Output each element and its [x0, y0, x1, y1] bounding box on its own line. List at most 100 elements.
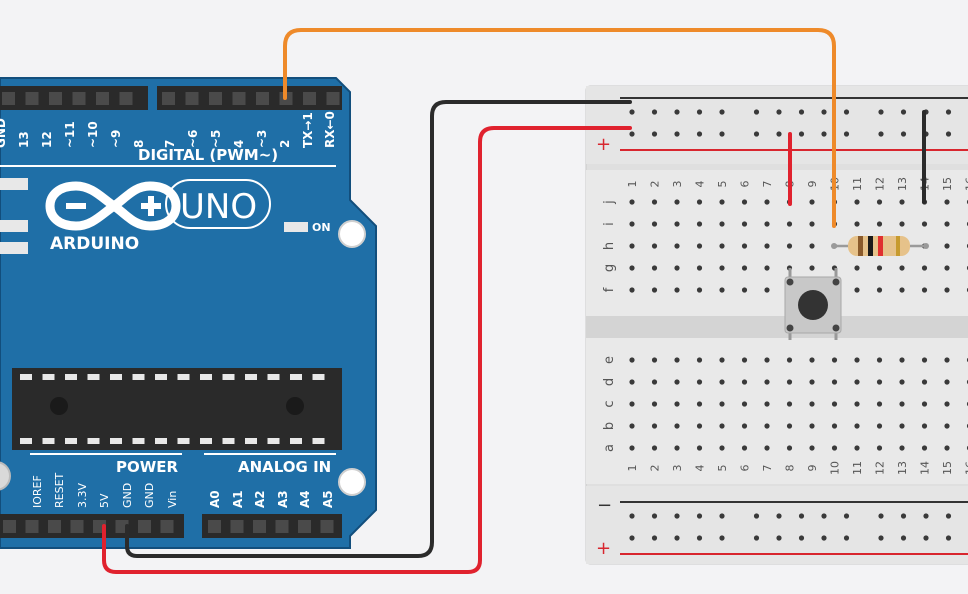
rail-hole[interactable]	[923, 535, 929, 541]
bb-hole[interactable]	[786, 379, 793, 385]
bb-hole[interactable]	[764, 243, 770, 249]
bb-hole[interactable]	[651, 265, 658, 271]
rail-hole[interactable]	[821, 513, 827, 519]
bb-hole[interactable]	[809, 243, 815, 249]
bb-hole[interactable]	[854, 287, 860, 293]
rail-hole[interactable]	[900, 535, 907, 541]
bb-hole[interactable]	[741, 265, 748, 271]
header-socket[interactable]	[138, 520, 151, 533]
header-socket[interactable]	[298, 520, 311, 533]
bb-hole[interactable]	[696, 357, 703, 363]
bb-hole[interactable]	[921, 357, 928, 363]
header-socket[interactable]	[303, 92, 316, 105]
rail-hole[interactable]	[878, 535, 884, 541]
bb-hole[interactable]	[674, 221, 680, 227]
bb-hole[interactable]	[786, 357, 793, 363]
header-socket[interactable]	[320, 520, 334, 533]
bb-hole[interactable]	[809, 265, 815, 271]
bb-hole[interactable]	[741, 445, 748, 451]
bb-hole[interactable]	[719, 287, 725, 293]
bb-hole[interactable]	[674, 445, 680, 451]
rail-hole[interactable]	[753, 513, 760, 519]
rail-hole[interactable]	[798, 109, 805, 115]
header-socket[interactable]	[72, 92, 86, 105]
bb-hole[interactable]	[719, 379, 725, 385]
bb-hole[interactable]	[764, 423, 770, 429]
bb-hole[interactable]	[741, 379, 748, 385]
bb-hole[interactable]	[921, 265, 928, 271]
rail-hole[interactable]	[945, 109, 952, 115]
bb-hole[interactable]	[696, 401, 703, 407]
rail-hole[interactable]	[878, 513, 884, 519]
bb-hole[interactable]	[944, 287, 950, 293]
bb-hole[interactable]	[786, 423, 793, 429]
bb-hole[interactable]	[876, 445, 883, 451]
bb-hole[interactable]	[809, 423, 815, 429]
rail-hole[interactable]	[674, 513, 680, 519]
rail-hole[interactable]	[753, 131, 760, 137]
resistor[interactable]	[831, 236, 929, 256]
rail-hole[interactable]	[798, 513, 805, 519]
header-socket[interactable]	[185, 92, 199, 105]
bb-hole[interactable]	[719, 265, 725, 271]
bb-hole[interactable]	[944, 243, 950, 249]
bb-hole[interactable]	[944, 423, 950, 429]
pushbutton[interactable]	[784, 268, 842, 340]
bb-hole[interactable]	[876, 287, 883, 293]
rail-hole[interactable]	[719, 131, 725, 137]
rail-hole[interactable]	[821, 131, 827, 137]
header-socket[interactable]	[119, 92, 133, 105]
bb-hole[interactable]	[876, 401, 883, 407]
wire-orange-pin2[interactable]	[283, 28, 836, 228]
bb-hole[interactable]	[696, 243, 703, 249]
bb-hole[interactable]	[764, 379, 770, 385]
bb-hole[interactable]	[741, 199, 748, 205]
bb-hole[interactable]	[719, 445, 725, 451]
bb-hole[interactable]	[899, 401, 905, 407]
bb-hole[interactable]	[876, 199, 883, 205]
bb-hole[interactable]	[899, 423, 905, 429]
header-socket[interactable]	[253, 520, 266, 533]
header-socket[interactable]	[70, 520, 84, 533]
header-socket[interactable]	[48, 520, 61, 533]
bb-hole[interactable]	[764, 265, 770, 271]
bb-hole[interactable]	[876, 221, 883, 227]
rail-hole[interactable]	[923, 513, 929, 519]
bb-hole[interactable]	[741, 401, 748, 407]
bb-hole[interactable]	[899, 445, 905, 451]
bb-hole[interactable]	[944, 445, 950, 451]
bb-hole[interactable]	[741, 287, 748, 293]
bb-hole[interactable]	[651, 357, 658, 363]
bb-hole[interactable]	[944, 199, 950, 205]
header-socket[interactable]	[25, 92, 39, 105]
header-socket[interactable]	[3, 520, 16, 533]
header-socket[interactable]	[49, 92, 62, 105]
rail-hole[interactable]	[651, 513, 658, 519]
bb-hole[interactable]	[741, 243, 748, 249]
bb-hole[interactable]	[764, 357, 770, 363]
bb-hole[interactable]	[629, 357, 635, 363]
rail-hole[interactable]	[821, 535, 827, 541]
bb-hole[interactable]	[809, 379, 815, 385]
rail-hole[interactable]	[776, 535, 782, 541]
bb-hole[interactable]	[651, 445, 658, 451]
bb-hole[interactable]	[719, 401, 725, 407]
bb-hole[interactable]	[674, 423, 680, 429]
bb-hole[interactable]	[786, 401, 793, 407]
bb-hole[interactable]	[764, 445, 770, 451]
rail-hole[interactable]	[776, 109, 782, 115]
rail-hole[interactable]	[843, 131, 850, 137]
rail-hole[interactable]	[651, 535, 658, 541]
bb-hole[interactable]	[809, 221, 815, 227]
bb-hole[interactable]	[854, 221, 860, 227]
rail-hole[interactable]	[798, 535, 805, 541]
rail-hole[interactable]	[878, 131, 884, 137]
bb-hole[interactable]	[831, 357, 838, 363]
bb-hole[interactable]	[629, 265, 635, 271]
rail-hole[interactable]	[719, 535, 725, 541]
wire-black-gnd[interactable]	[125, 100, 632, 558]
bb-hole[interactable]	[831, 379, 838, 385]
bb-hole[interactable]	[629, 199, 635, 205]
rail-hole[interactable]	[900, 131, 907, 137]
bb-hole[interactable]	[854, 423, 860, 429]
